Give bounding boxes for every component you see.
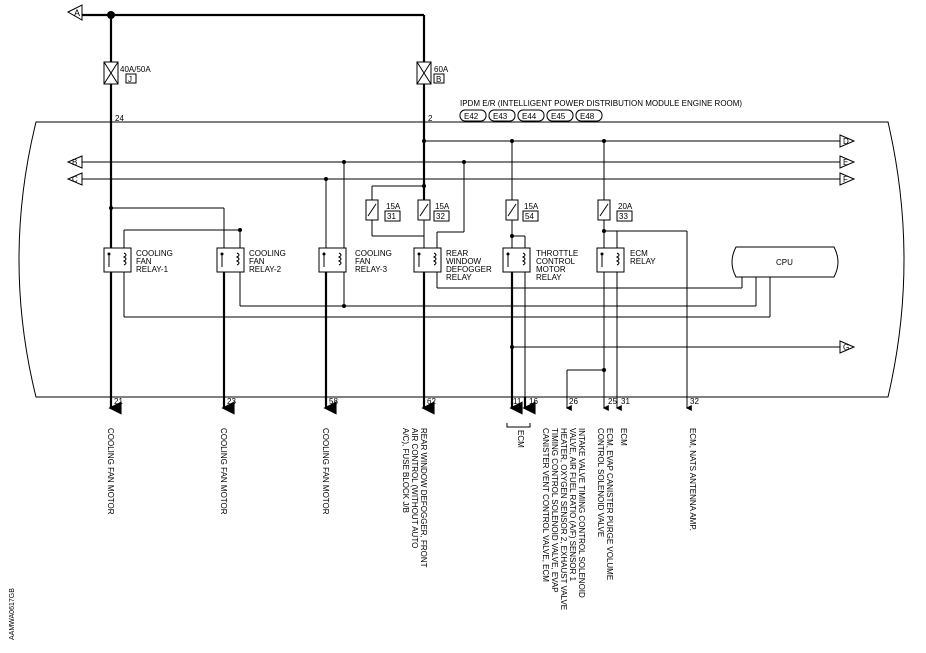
svg-text:D: D — [843, 137, 849, 146]
fuse-54: 15A 54 — [505, 199, 539, 222]
svg-text:31: 31 — [387, 212, 396, 221]
svg-text:20A: 20A — [618, 202, 633, 211]
svg-text:26: 26 — [569, 397, 578, 406]
svg-text:62: 62 — [427, 397, 436, 406]
svg-text:COOLING: COOLING — [136, 249, 173, 258]
svg-text:DEFOGGER: DEFOGGER — [446, 265, 492, 274]
svg-text:A/C), FUSE BLOCK J/B: A/C), FUSE BLOCK J/B — [401, 428, 410, 513]
svg-text:E: E — [843, 158, 848, 167]
svg-text:E42: E42 — [464, 112, 479, 121]
svg-text:ECM: ECM — [516, 430, 525, 448]
svg-text:ECM: ECM — [630, 249, 648, 258]
svg-text:RELAY: RELAY — [630, 257, 656, 266]
svg-text:16: 16 — [529, 397, 538, 406]
svg-text:24: 24 — [115, 114, 124, 123]
fuse-33: 20A 33 — [597, 199, 633, 222]
svg-text:AIR CONTROL (WITHOUT AUTO: AIR CONTROL (WITHOUT AUTO — [410, 428, 419, 548]
relay-4: REAR WINDOW DEFOGGER RELAY — [413, 247, 492, 282]
svg-text:CONTROL: CONTROL — [536, 257, 576, 266]
figure-id: AAMWA0617GB — [9, 588, 16, 640]
relay-6: ECM RELAY — [596, 247, 656, 273]
svg-text:WINDOW: WINDOW — [446, 257, 482, 266]
relay-3: COOLING FAN RELAY-3 — [318, 247, 392, 274]
svg-text:25: 25 — [608, 397, 617, 406]
svg-text:32: 32 — [436, 212, 445, 221]
svg-text:RELAY-2: RELAY-2 — [249, 265, 282, 274]
svg-text:COOLING FAN MOTOR: COOLING FAN MOTOR — [106, 428, 115, 515]
svg-text:E45: E45 — [551, 112, 566, 121]
svg-text:E48: E48 — [580, 112, 595, 121]
ipdm-outline — [18, 121, 905, 398]
svg-text:RELAY: RELAY — [536, 273, 562, 282]
svg-text:VALVE, AIR FUEL RATIO (A/F) SE: VALVE, AIR FUEL RATIO (A/F) SENSOR 1 — [568, 428, 577, 582]
svg-text:15A: 15A — [435, 202, 450, 211]
svg-text:THROTTLE: THROTTLE — [536, 249, 578, 258]
svg-text:21: 21 — [114, 397, 123, 406]
svg-text:CANISTER VENT CONTROL VALVE, E: CANISTER VENT CONTROL VALVE, ECM — [541, 428, 550, 582]
svg-text:58: 58 — [329, 397, 338, 406]
svg-text:32: 32 — [690, 397, 699, 406]
svg-text:23: 23 — [227, 397, 236, 406]
svg-text:COOLING: COOLING — [355, 249, 392, 258]
svg-text:ECM: ECM — [619, 428, 628, 446]
power-bus: A — [66, 4, 426, 62]
fuse-b: 60A B — [416, 61, 449, 85]
svg-text:F: F — [843, 175, 848, 184]
svg-text:E44: E44 — [522, 112, 537, 121]
relay-1: COOLING FAN RELAY-1 — [103, 247, 173, 274]
relay-2: COOLING FAN RELAY-2 — [216, 247, 286, 274]
svg-text:HEATER, OXYGEN SENSOR 2, EXHAU: HEATER, OXYGEN SENSOR 2, EXHAUST VALVE — [559, 428, 568, 610]
svg-text:2: 2 — [428, 114, 433, 123]
svg-text:60A: 60A — [434, 65, 449, 74]
connector-a-label: A — [74, 8, 80, 18]
svg-text:33: 33 — [619, 212, 628, 221]
svg-text:TIMING CONTROL SOLENOID VALVE,: TIMING CONTROL SOLENOID VALVE, EVAP — [550, 428, 559, 593]
svg-text:E43: E43 — [493, 112, 508, 121]
svg-text:COOLING FAN MOTOR: COOLING FAN MOTOR — [321, 428, 330, 515]
output-labels: COOLING FAN MOTOR COOLING FAN MOTOR COOL… — [106, 428, 697, 610]
svg-text:C: C — [72, 175, 78, 184]
svg-text:G: G — [843, 343, 849, 352]
svg-text:15A: 15A — [524, 202, 539, 211]
svg-text:40A/50A: 40A/50A — [120, 65, 151, 74]
svg-text:FAN: FAN — [249, 257, 265, 266]
svg-text:INTAKE VALVE TIMING CONTROL SO: INTAKE VALVE TIMING CONTROL SOLENOID — [577, 428, 586, 598]
svg-text:FAN: FAN — [136, 257, 152, 266]
svg-text:CPU: CPU — [776, 258, 793, 267]
svg-text:COOLING: COOLING — [249, 249, 286, 258]
svg-text:RELAY-3: RELAY-3 — [355, 265, 388, 274]
svg-text:MOTOR: MOTOR — [536, 265, 566, 274]
svg-text:B: B — [72, 158, 77, 167]
svg-text:B: B — [436, 75, 441, 84]
fuse-31: 15A 31 — [365, 199, 401, 222]
svg-text:54: 54 — [525, 212, 534, 221]
cpu-block: CPU — [731, 246, 839, 278]
svg-text:15A: 15A — [386, 202, 401, 211]
module-title: IPDM E/R (INTELLIGENT POWER DISTRIBUTION… — [460, 99, 742, 108]
svg-text:COOLING FAN MOTOR: COOLING FAN MOTOR — [219, 428, 228, 515]
relay-5: THROTTLE CONTROL MOTOR RELAY — [502, 247, 578, 282]
fuse-j: 40A/50A J — [103, 61, 151, 85]
svg-text:ECM, NATS ANTENNA AMP.: ECM, NATS ANTENNA AMP. — [688, 428, 697, 531]
module-connectors: E42 E43 E44 E45 E48 — [459, 109, 603, 122]
svg-text:11: 11 — [513, 397, 522, 406]
svg-text:RELAY-1: RELAY-1 — [136, 265, 169, 274]
pin-numbers: 21 23 58 62 11 16 26 25 31 32 — [114, 397, 699, 406]
svg-text:J: J — [128, 75, 132, 84]
svg-text:REAR: REAR — [446, 249, 468, 258]
svg-text:REAR WINDOW DEFOGGER, FRONT: REAR WINDOW DEFOGGER, FRONT — [419, 428, 428, 568]
svg-text:31: 31 — [621, 397, 630, 406]
svg-text:CONTROL SOLENOID VALVE: CONTROL SOLENOID VALVE — [596, 428, 605, 537]
svg-text:ECM, EVAP CANISTER PURGE VOLUM: ECM, EVAP CANISTER PURGE VOLUME — [605, 428, 614, 580]
svg-text:RELAY: RELAY — [446, 273, 472, 282]
internal-buses: D B E C F G — [66, 134, 856, 354]
svg-text:FAN: FAN — [355, 257, 371, 266]
fuse-32: 15A 32 — [417, 199, 450, 222]
